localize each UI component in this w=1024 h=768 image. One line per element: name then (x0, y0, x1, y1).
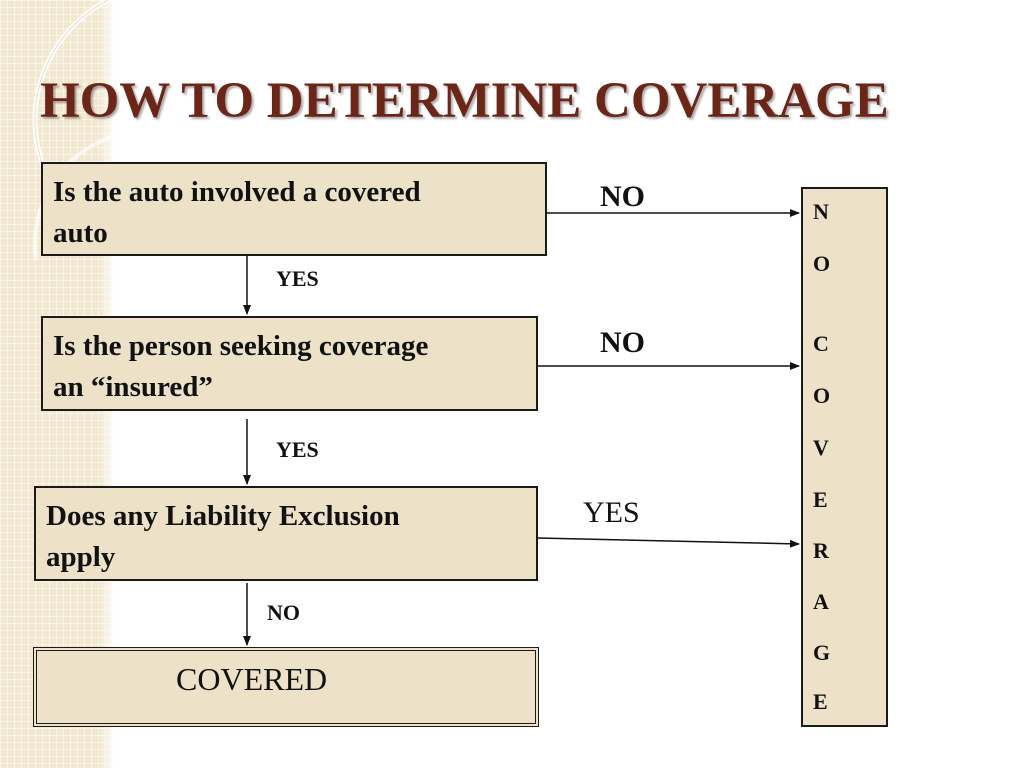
arrow-q3-to-no-coverage (537, 537, 800, 548)
no-coverage-letter: O (813, 251, 831, 276)
question-line: auto (53, 217, 108, 249)
no-coverage-letter: E (813, 689, 828, 714)
question-line: Is the auto involved a covered (53, 176, 421, 208)
covered-label: COVERED (176, 661, 328, 697)
edge-label-q3-yes: YES (583, 496, 640, 529)
no-coverage-letter: N (813, 199, 829, 224)
question-insured-person: Is the person seeking coverage an “insur… (41, 316, 538, 411)
result-covered: COVERED (33, 647, 539, 727)
page-title: HOW TO DETERMINE COVERAGE (40, 73, 889, 129)
result-no-coverage: N O C O V E R A G E (801, 187, 888, 727)
question-line: apply (46, 541, 116, 573)
no-coverage-letter: R (813, 538, 829, 563)
edge-label-q1-yes: YES (276, 266, 319, 291)
question-covered-auto: Is the auto involved a covered auto (41, 162, 547, 256)
edge-label-q2-yes: YES (276, 437, 319, 462)
question-liability-exclusion: Does any Liability Exclusion apply (34, 486, 538, 581)
question-line: Is the person seeking coverage (53, 330, 429, 362)
no-coverage-letter: A (813, 589, 829, 614)
question-line: an “insured” (53, 371, 213, 403)
no-coverage-letter: C (813, 331, 829, 356)
question-line: Does any Liability Exclusion (46, 500, 400, 532)
edge-label-q3-no: NO (267, 600, 300, 625)
no-coverage-letter: G (813, 640, 831, 665)
no-coverage-letter: E (813, 487, 828, 512)
edge-label-q2-no: NO (600, 326, 645, 359)
no-coverage-letter: O (813, 383, 831, 408)
edge-label-q1-no: NO (600, 180, 645, 213)
no-coverage-letter: V (813, 435, 829, 460)
